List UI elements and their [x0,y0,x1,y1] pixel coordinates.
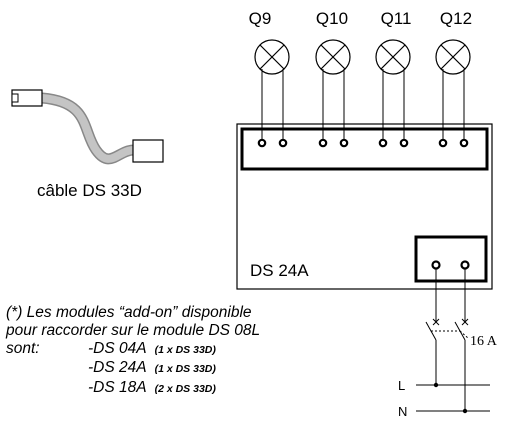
power-terminals [431,260,470,270]
module-list-item: -DS 18A (2 x DS 33D) [88,379,216,397]
module-name: -DS 24A [88,359,147,376]
module-name: -DS 18A [88,379,147,396]
module-count: (1 x DS 33D) [154,363,216,375]
lamp-label-q12: Q12 [440,9,472,28]
module-list-item: -DS 24A (1 x DS 33D) [88,359,216,377]
junction-dot-neutral [462,408,468,414]
output-terminal-block [240,127,489,171]
module-box [236,123,493,290]
cable-label: câble DS 33D [37,181,142,200]
power-terminal-block [414,235,488,283]
junction-dot-live [433,382,439,388]
module-count: (2 x DS 33D) [154,383,216,395]
breaker-rating: 16 A [470,334,498,349]
lamp-q11-icon [375,39,411,75]
module-list-item: -DS 04A (1 x DS 33D) [88,340,216,358]
lamp-label-q9: Q9 [249,9,272,28]
supply-wires [416,269,490,412]
footnote-sont: sont: [6,340,40,357]
footnote-line-2: pour raccorder sur le module DS 08L [6,322,261,339]
neutral-label: N [398,404,407,419]
module-label: DS 24A [250,261,309,280]
footnote: (*) Les modules “add-on” disponible pour… [6,304,366,340]
lamp-label-q10: Q10 [316,9,348,28]
lamp-q10-icon [315,39,351,75]
live-label: L [398,378,405,393]
module-count: (1 x DS 33D) [154,344,216,356]
footnote-line-1: (*) Les modules “add-on” disponible [6,304,252,321]
output-terminals [257,138,469,148]
lamp-label-q11: Q11 [381,9,412,28]
lamp-q9-icon [254,39,290,75]
module-name: -DS 04A [88,340,147,357]
cable-icon [11,89,164,165]
lamp-q12-icon [435,39,471,75]
breaker-icon [425,318,469,341]
